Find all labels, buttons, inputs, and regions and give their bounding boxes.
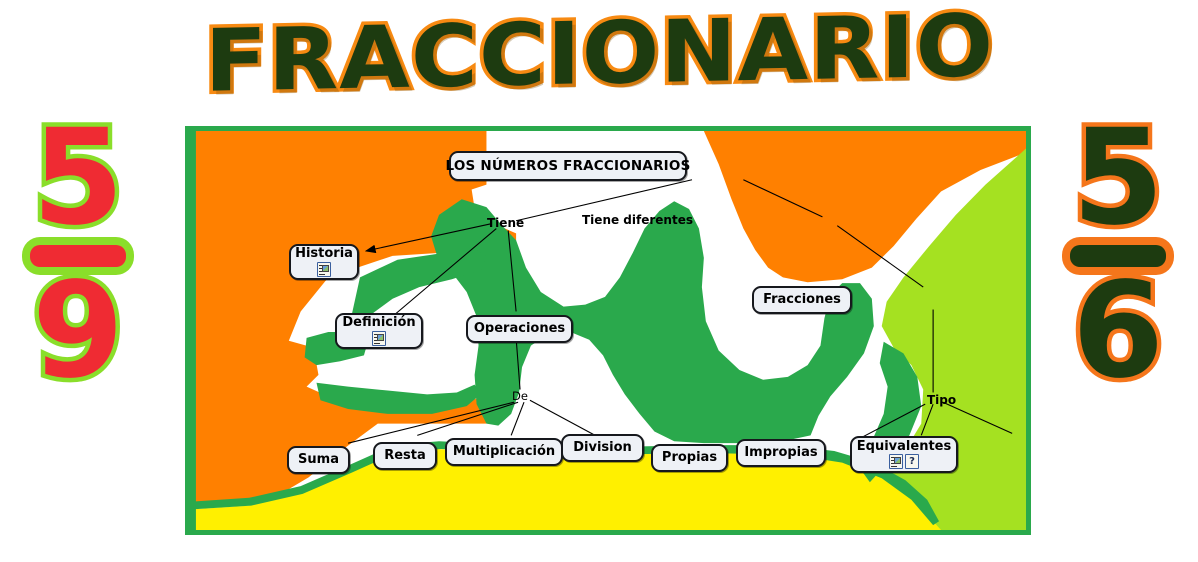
node-label: Multiplicación <box>452 444 556 460</box>
node-los-numeros-fraccionarios[interactable]: LOS NÚMEROS FRACCIONARIOS <box>446 151 690 181</box>
node-propias[interactable]: Propias <box>651 444 728 472</box>
node-multiplicacion[interactable]: Multiplicación <box>445 438 563 466</box>
node-label: Definición <box>342 315 416 331</box>
region-orange-right <box>703 131 1026 283</box>
node-label: Suma <box>298 452 339 468</box>
node-impropias[interactable]: Impropias <box>736 439 826 467</box>
node-resta[interactable]: Resta <box>373 442 437 470</box>
connector-label-de: De <box>512 389 528 403</box>
region-light-green <box>871 148 1026 530</box>
fraction-right: 5 6 <box>1048 101 1188 409</box>
page-title: FRACCIONARIO <box>0 0 1198 115</box>
document-icon[interactable] <box>889 454 903 470</box>
document-icon[interactable] <box>317 261 331 277</box>
fraction-right-denominator: 6 <box>1068 254 1169 409</box>
fraction-left-numerator: 5 <box>28 101 129 255</box>
region-green-center <box>431 199 874 444</box>
node-historia[interactable]: Historia <box>289 244 359 280</box>
node-label: Equivalentes <box>856 438 952 454</box>
fraction-left-denominator: 9 <box>28 254 129 409</box>
node-operaciones[interactable]: Operaciones <box>466 315 573 343</box>
node-label: Impropias <box>744 445 818 461</box>
fraction-right-numerator: 5 <box>1068 101 1169 255</box>
node-icons <box>372 330 386 346</box>
node-label: Division <box>573 440 632 456</box>
node-fracciones[interactable]: Fracciones <box>752 286 852 314</box>
connector-label-tiene-diferentes: Tiene diferentes <box>582 213 693 227</box>
help-icon[interactable]: ? <box>905 454 919 470</box>
node-label: Historia <box>295 246 353 262</box>
page-title-text: FRACCIONARIO <box>201 0 998 115</box>
node-label: Fracciones <box>763 292 841 308</box>
node-suma[interactable]: Suma <box>287 446 350 474</box>
region-green-frame-inner-left <box>190 131 196 530</box>
document-icon[interactable] <box>372 330 386 346</box>
node-icons <box>317 261 331 277</box>
node-label: Operaciones <box>473 321 566 337</box>
node-label: Propias <box>661 450 718 466</box>
node-division[interactable]: Division <box>561 434 644 462</box>
connector-label-tiene: Tiene <box>487 216 525 230</box>
node-icons: ? <box>889 454 919 470</box>
fraction-right-bar <box>1070 245 1166 268</box>
concept-map-canvas: LOS NÚMEROS FRACCIONARIOS Tiene Tiene di… <box>185 126 1031 535</box>
fraction-left: 5 9 <box>8 101 148 409</box>
node-equivalentes[interactable]: Equivalentes ? <box>850 436 958 473</box>
node-label: Resta <box>384 448 426 464</box>
node-label: LOS NÚMEROS FRACCIONARIOS <box>445 157 691 174</box>
fraction-left-bar <box>30 245 126 268</box>
connector-label-tipo: Tipo <box>927 393 957 407</box>
node-definicion[interactable]: Definición <box>335 313 423 349</box>
